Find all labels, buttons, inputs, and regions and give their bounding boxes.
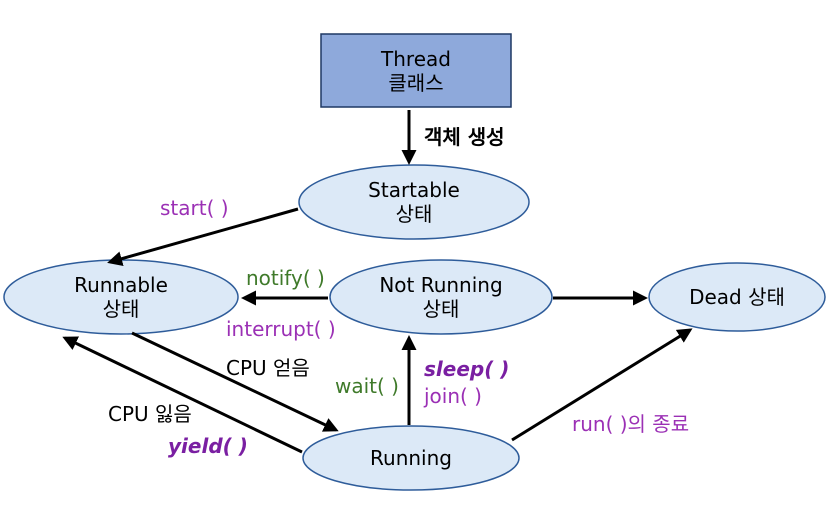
start-method-label: start( ) [160, 196, 229, 220]
not-running-state-ellipse [329, 259, 553, 335]
arrow-runnable-to-running [131, 331, 339, 432]
cpu-lose-label: CPU 잃음 [108, 402, 192, 426]
run-end-label: run( )의 종료 [572, 412, 690, 436]
arrow-startable-to-runnable [107, 207, 299, 266]
sleep-method-label: sleep( ) [424, 357, 510, 381]
arrow-running-to-runnable [62, 336, 303, 454]
interrupt-method-label: interrupt( ) [226, 317, 336, 341]
yield-method-label: yield( ) [168, 434, 248, 458]
join-method-label: join( ) [424, 384, 482, 408]
thread-class-box [320, 33, 512, 108]
cpu-get-label: CPU 얻음 [226, 356, 310, 380]
dead-state-ellipse [648, 262, 826, 332]
arrow-running-to-dead [511, 328, 693, 442]
create-object-label: 객체 생성 [424, 125, 505, 149]
running-state-ellipse [302, 425, 520, 491]
wait-method-label: wait( ) [335, 374, 399, 398]
runnable-state-ellipse [3, 259, 239, 335]
notify-method-label: notify( ) [246, 266, 325, 290]
startable-state-ellipse [298, 164, 530, 240]
